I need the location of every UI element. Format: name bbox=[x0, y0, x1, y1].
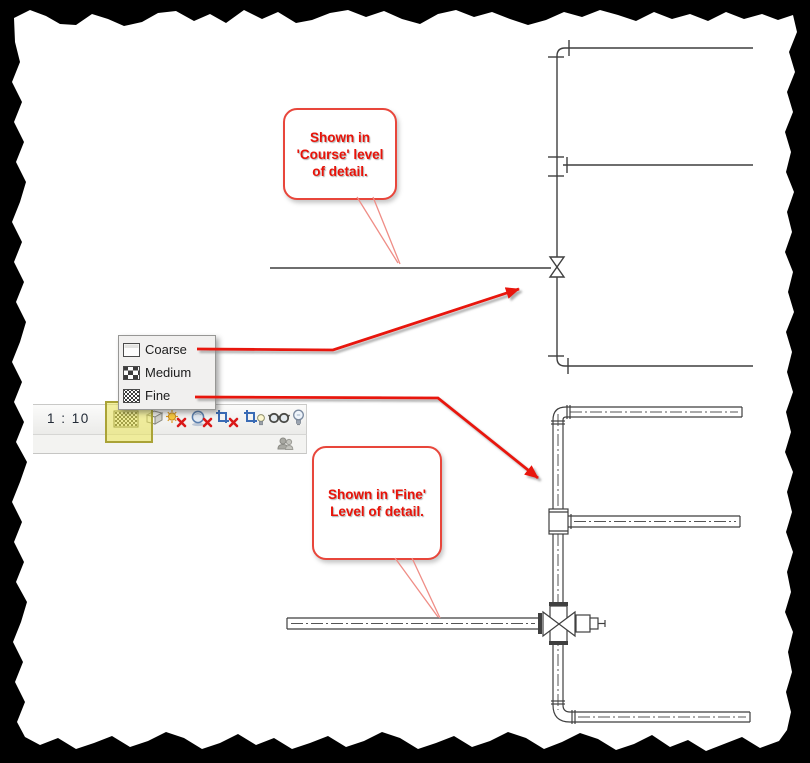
shadows-off-icon[interactable] bbox=[190, 409, 214, 433]
menu-item-label: Medium bbox=[145, 365, 192, 380]
temporary-hide-isolate-icon[interactable] bbox=[267, 411, 291, 431]
view-control-bar: 1 : 10 bbox=[33, 401, 307, 454]
show-crop-region-icon[interactable] bbox=[243, 409, 266, 433]
menu-item-fine[interactable]: Fine bbox=[119, 384, 215, 407]
crop-view-icon[interactable] bbox=[215, 409, 240, 433]
coarse-piping-drawing bbox=[270, 40, 753, 374]
menu-item-coarse[interactable]: Coarse bbox=[119, 338, 215, 361]
fine-detail-swatch-icon bbox=[123, 388, 140, 403]
coarse-detail-swatch-icon bbox=[123, 342, 140, 357]
fine-piping-drawing bbox=[286, 405, 751, 724]
menu-item-label: Fine bbox=[145, 388, 171, 403]
callout-text-line: Shown in bbox=[310, 129, 370, 145]
callout-text-line: Shown in 'Fine' bbox=[328, 487, 426, 502]
coarse-valve-symbol bbox=[548, 256, 566, 269]
worksharing-display-icon[interactable] bbox=[275, 436, 296, 457]
medium-detail-swatch-icon bbox=[123, 365, 140, 380]
reveal-hidden-elements-icon[interactable] bbox=[292, 408, 306, 433]
callout-text-line: of detail. bbox=[312, 163, 368, 179]
callout-text-line: 'Course' level bbox=[296, 146, 384, 162]
view-scale-button[interactable]: 1 : 10 bbox=[47, 411, 90, 426]
fine-callout-bubble: Shown in 'Fine' Level of detail. bbox=[312, 446, 442, 560]
view-control-bar-tray bbox=[33, 435, 307, 454]
callout-text-line: Level of detail. bbox=[330, 504, 424, 519]
fine-valve-symbol bbox=[542, 610, 560, 638]
coarse-callout-bubble: Shown in 'Course' level of detail. bbox=[283, 108, 397, 200]
detail-level-menu: Coarse Medium bbox=[118, 335, 216, 410]
menu-item-label: Coarse bbox=[145, 342, 187, 357]
sun-path-off-icon[interactable] bbox=[165, 409, 188, 433]
menu-item-medium[interactable]: Medium bbox=[119, 361, 215, 384]
